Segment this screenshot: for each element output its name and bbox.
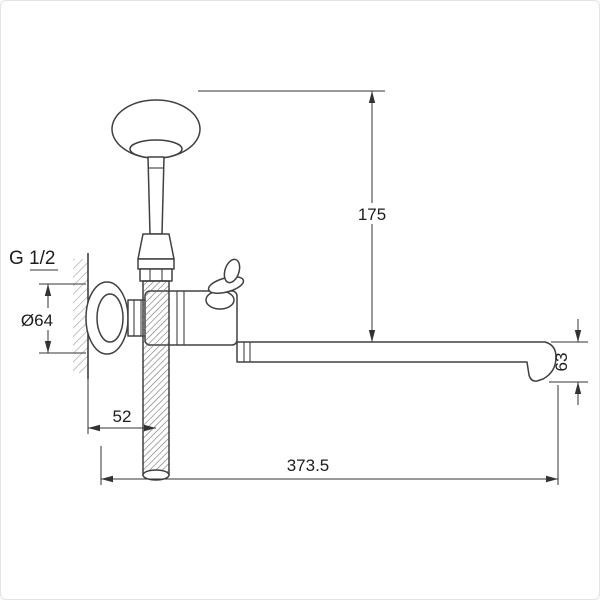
shower-face: [129, 139, 183, 159]
spout: [236, 341, 557, 382]
dimension-spout-height-63: 63: [549, 319, 588, 405]
shower-hose-nut: [139, 268, 173, 282]
dimension-height-175: 175: [198, 90, 393, 342]
wall-hatch: [73, 259, 88, 373]
thread-label-g12: G 1/2: [9, 248, 55, 269]
dimension-overall-length-373-5: 373.5: [100, 385, 559, 485]
flexible-hose: [142, 280, 170, 481]
dim-label-175: 175: [358, 205, 386, 224]
dim-label-63: 63: [552, 353, 571, 372]
dim-label-bg: [16, 308, 60, 330]
shower-cone: [137, 233, 175, 260]
dimension-wall-offset-52: 52: [87, 379, 156, 434]
dim-label-52: 52: [113, 407, 132, 426]
shower-cone-band: [137, 258, 175, 270]
spout-outline: [236, 341, 557, 382]
mounting-flange: [85, 281, 129, 355]
hand-shower: [111, 99, 201, 282]
dimension-flange-diameter: Ø64 G 1/2: [9, 248, 86, 354]
diverter-upper-lobe: [223, 258, 241, 284]
diverter-handle: [205, 258, 245, 310]
dim-label-373-5: 373.5: [287, 456, 330, 475]
hose-hatch: [142, 280, 170, 476]
connection-nut: [127, 299, 147, 337]
flange-inner: [96, 293, 124, 343]
dim-label-diameter-64: Ø64: [21, 311, 53, 330]
dim-label-bg: [353, 203, 393, 224]
